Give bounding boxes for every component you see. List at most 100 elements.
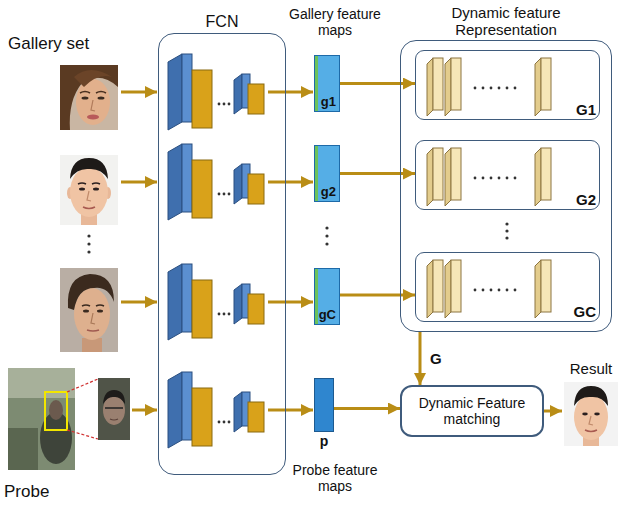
gallery-face-part <box>78 183 100 184</box>
vertical-dots-part <box>87 234 90 237</box>
network-layers <box>168 54 264 130</box>
gallery-face-part <box>91 100 95 111</box>
result-face-part <box>582 413 588 416</box>
flow-arrows-part <box>121 301 157 304</box>
zoom-leader-part <box>67 430 98 439</box>
node-label: G1 <box>576 101 596 118</box>
gallery-face-part <box>60 155 118 225</box>
flow-arrows-part <box>268 301 313 304</box>
gallery-face-part <box>60 65 118 130</box>
gallery-face-part <box>70 158 108 179</box>
vertical-dots-part <box>505 222 508 225</box>
probe-photo-part <box>8 428 38 470</box>
zoom-leader <box>67 379 98 439</box>
gallery-face-part <box>60 268 118 352</box>
gallery-face-part <box>91 313 95 324</box>
probe-photo <box>8 368 75 470</box>
probe-photo-part <box>8 368 75 470</box>
node-label: g1 <box>321 95 336 110</box>
feature-map: gC <box>314 268 340 325</box>
flow-arrows-part <box>268 409 313 412</box>
result-face <box>564 382 618 446</box>
flow-arrows <box>121 92 313 410</box>
result-face-part <box>594 413 600 416</box>
feature-map: g2 <box>314 145 340 202</box>
gallery-face-part <box>87 115 99 120</box>
network-layers <box>168 144 264 220</box>
gallery-face-part <box>82 96 89 99</box>
flow-arrows-part <box>121 181 157 184</box>
vertical-dots-part <box>87 250 90 253</box>
gallery-face-part <box>74 70 112 87</box>
vertical-dots <box>87 222 508 253</box>
flow-arrows-part <box>268 181 313 184</box>
gallery-face <box>60 155 118 225</box>
gallery-face-part <box>87 191 91 201</box>
result-face-part <box>585 430 597 432</box>
result-face-part <box>574 394 608 440</box>
node-label: gC <box>319 308 336 323</box>
gallery-face-part <box>82 305 104 306</box>
caption-label: Gallery feature maps <box>280 6 390 38</box>
node-label: g2 <box>321 185 336 200</box>
gallery-face <box>60 65 118 130</box>
vertical-dots-part <box>325 234 328 237</box>
gallery-face-part <box>76 79 110 125</box>
gallery-face-part <box>70 167 108 217</box>
feature-sheets <box>427 260 551 318</box>
flow-arrows-part <box>121 91 157 94</box>
flow-arrow <box>340 82 415 85</box>
gallery-face-part <box>98 96 105 99</box>
probe-photo-part <box>8 368 75 398</box>
probe-photo-part <box>45 392 67 430</box>
probe-feature-map: p <box>314 378 334 432</box>
vertical-dots-part <box>505 229 508 232</box>
node-label: GC <box>574 303 597 320</box>
result-face-part <box>564 382 618 446</box>
flow-arrow <box>544 410 562 413</box>
node-label: Dynamic Feature matching <box>402 395 542 427</box>
gallery-face-part <box>60 65 118 130</box>
gallery-face <box>60 268 118 352</box>
process-box: Dynamic Feature matching <box>400 385 544 437</box>
caption-label: Probe feature maps <box>280 462 390 494</box>
node-label: p <box>303 433 345 449</box>
probe-photo-part <box>49 400 63 420</box>
gallery-face-part <box>74 288 110 340</box>
edge-label: G <box>428 350 444 367</box>
vertical-dots-part <box>505 236 508 239</box>
network-layers <box>168 372 264 448</box>
gallery-face-part <box>87 330 99 331</box>
feature-map: g1 <box>314 55 340 112</box>
result-face-part <box>589 416 593 425</box>
vertical-dots-part <box>325 226 328 229</box>
probe-crop-part <box>98 378 130 440</box>
representation-box: GC <box>415 252 600 322</box>
gallery-face-part <box>68 274 114 310</box>
gallery-face-part <box>82 338 102 352</box>
probe-crop <box>98 378 130 440</box>
gallery-face-part <box>93 188 99 191</box>
vertical-dots-part <box>325 242 328 245</box>
flow-arrow <box>340 294 415 297</box>
gallery-face-part <box>80 92 106 94</box>
caption-label: Gallery set <box>8 34 138 54</box>
gallery-face-part <box>83 310 89 313</box>
caption-label: Probe <box>4 482 84 502</box>
probe-crop-part <box>110 419 118 420</box>
gallery-face-part <box>79 188 85 191</box>
connectors <box>334 84 562 412</box>
network-layers <box>168 264 264 340</box>
gallery-face-part <box>97 310 103 313</box>
flow-arrow <box>334 407 400 410</box>
result-face-part <box>574 386 608 406</box>
result-image: Result <box>562 380 620 448</box>
gallery-face-part <box>83 207 95 209</box>
node-heading: Dynamic feature Representation <box>417 4 595 39</box>
network-panel: FCN <box>158 33 286 475</box>
representation-box: G2 <box>415 140 600 210</box>
flow-arrow <box>340 172 415 175</box>
